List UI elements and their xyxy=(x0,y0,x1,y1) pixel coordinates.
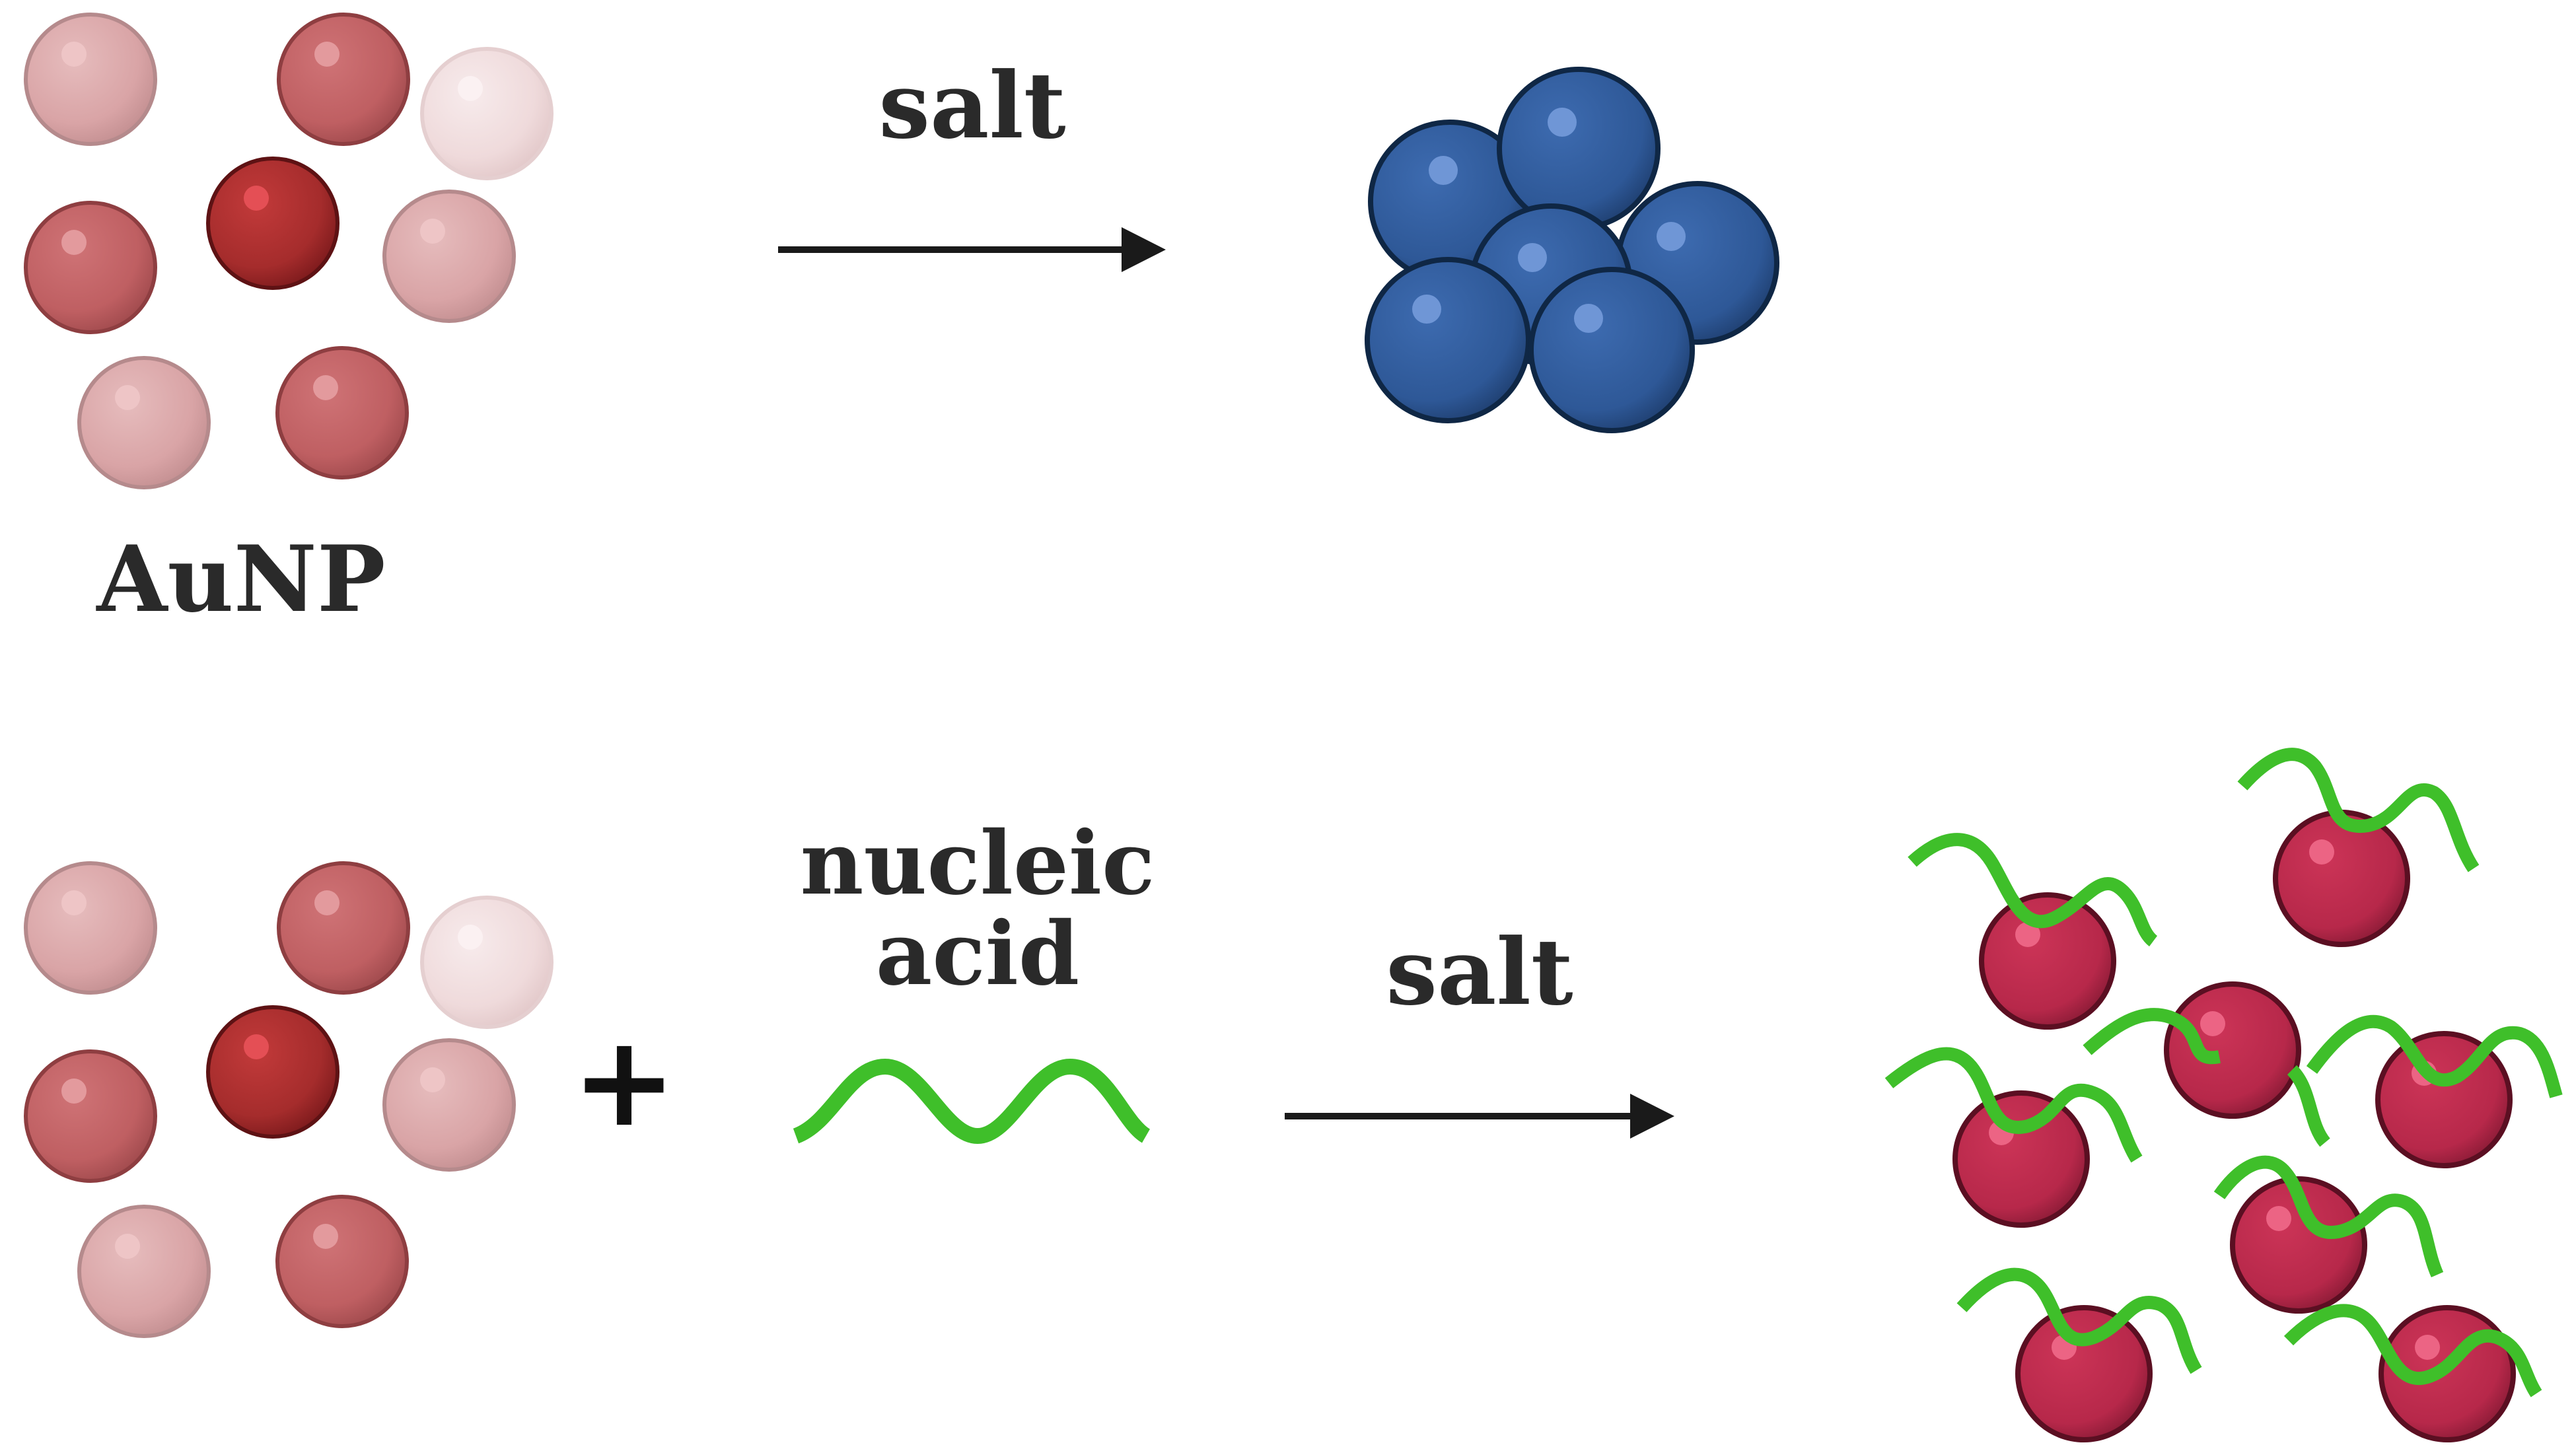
dna-coated-nanoparticle xyxy=(2237,748,2480,947)
nanoparticle-icon xyxy=(382,190,516,323)
free-aunp-group-bottom xyxy=(24,861,554,1338)
salt-label-top: salt xyxy=(878,52,1066,159)
free-aunp-group-top xyxy=(24,13,554,489)
nanoparticle-icon xyxy=(1365,257,1531,423)
dna-coated-nanoparticle xyxy=(1956,1267,2202,1442)
nanoparticle-icon xyxy=(77,1205,211,1338)
nanoparticle-icon xyxy=(24,13,157,146)
arrow-right-icon xyxy=(1285,1094,1674,1139)
nanoparticle-icon xyxy=(1528,267,1695,433)
nanoparticle-icon xyxy=(77,356,211,489)
nanoparticle-icon xyxy=(382,1038,516,1172)
dna-coated-nanoparticle xyxy=(2306,1014,2563,1168)
nanoparticle-icon xyxy=(206,157,340,290)
nanoparticle-icon xyxy=(275,346,409,479)
nucleic-acid-label-line1: nucleic xyxy=(801,812,1155,915)
dna-coated-nanoparticle xyxy=(1908,833,2158,1030)
nanoparticle-icon xyxy=(277,861,410,995)
nanoparticle-icon xyxy=(420,896,554,1029)
nucleic-acid-strand-icon xyxy=(793,1058,1151,1145)
dna-coated-nanoparticle xyxy=(2213,1155,2444,1314)
arrow-right-icon xyxy=(778,227,1166,272)
salt-label-bottom: salt xyxy=(1386,918,1573,1026)
nanoparticle-icon xyxy=(277,13,410,146)
dna-coated-aunp-group xyxy=(1884,748,2563,1442)
dna-coated-nanoparticle xyxy=(1884,1047,2143,1228)
nanoparticle-icon xyxy=(24,201,157,334)
dna-coated-nanoparticle xyxy=(2083,981,2331,1147)
nanoparticle-icon xyxy=(24,861,157,995)
nanoparticle-icon xyxy=(24,1049,157,1183)
nanoparticle-icon xyxy=(275,1195,409,1328)
nanoparticle-icon xyxy=(206,1005,340,1139)
dna-coated-nanoparticle xyxy=(2283,1304,2542,1442)
nanoparticle-icon xyxy=(1497,67,1661,230)
aunp-label: AuNP xyxy=(95,525,385,633)
nanoparticle-icon xyxy=(420,47,554,180)
aggregated-aunp-cluster xyxy=(1365,67,1779,433)
nucleic-acid-label-line2: acid xyxy=(876,903,1079,1005)
plus-sign: + xyxy=(571,1009,676,1154)
